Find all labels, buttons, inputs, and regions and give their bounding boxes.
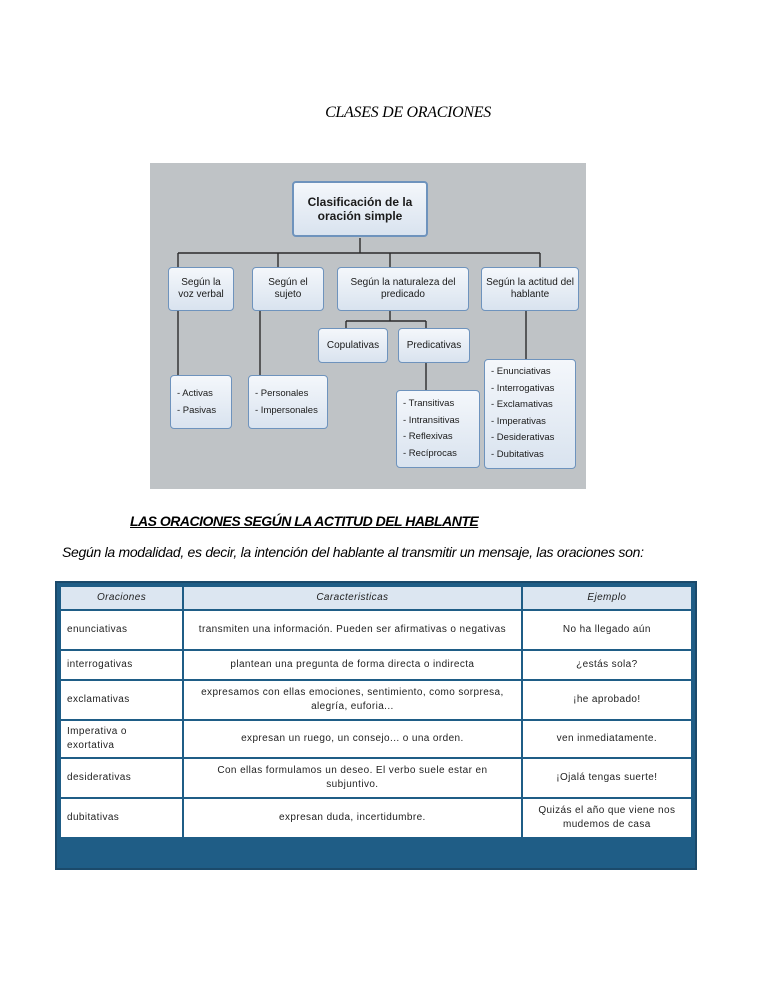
diagram-box-sujeto: Según el sujeto [252,267,324,311]
section-heading: LAS ORACIONES SEGÚN LA ACTITUD DEL HABLA… [130,513,479,529]
column-header-ejemplo: Ejemplo [522,587,691,609]
diagram-box-voz: Según la voz verbal [168,267,234,311]
column-header-caracteristicas: Caracteristicas [184,587,521,609]
cell-caracteristica: Con ellas formulamos un deseo. El verbo … [184,759,521,797]
table-row: interrogativas plantean una pregunta de … [61,651,691,679]
sentence-types-table-frame: Oraciones Caracteristicas Ejemplo enunci… [55,581,697,870]
cell-oracion: interrogativas [61,651,183,679]
diagram-box-copulativas: Copulativas [318,328,388,363]
cell-ejemplo: ven inmediatamente. [522,721,691,757]
cell-caracteristica: plantean una pregunta de forma directa o… [184,651,521,679]
list-item: - Reflexivas [403,431,453,442]
diagram-connectors [177,238,541,390]
diagram-box-naturaleza: Según la naturaleza del predicado [337,267,469,311]
diagram-list-voz: - Activas - Pasivas [170,375,232,429]
column-header-oraciones: Oraciones [61,587,183,609]
diagram-list-sujeto: - Personales - Impersonales [248,375,328,429]
cell-ejemplo: ¡Ojalá tengas suerte! [522,759,691,797]
cell-caracteristica: transmiten una información. Pueden ser a… [184,611,521,649]
diagram-list-predicativas: - Transitivas - Intransitivas - Reflexiv… [396,390,480,468]
list-item: - Enunciativas [491,366,551,377]
cell-oracion: enunciativas [61,611,183,649]
page-title: CLASES DE ORACIONES [325,104,491,121]
list-item: - Dubitativas [491,448,544,460]
list-item: - Activas [177,388,213,399]
list-item: - Interrogativas [491,382,555,394]
sentence-types-table: Oraciones Caracteristicas Ejemplo enunci… [59,585,693,839]
cell-ejemplo: No ha llegado aún [522,611,691,649]
cell-oracion: dubitativas [61,799,183,837]
cell-oracion: desiderativas [61,759,183,797]
list-item: - Impersonales [255,404,318,416]
cell-oracion: Imperativa o exortativa [61,721,183,757]
diagram-root-box: Clasificación de la oración simple [292,181,428,237]
list-item: - Transitivas [403,398,455,409]
diagram-box-actitud: Según la actitud del hablante [481,267,579,311]
list-item: - Intransitivas [403,414,460,426]
classification-diagram: Clasificación de la oración simple Según… [150,163,586,489]
list-item: - Pasivas [177,404,217,416]
intro-paragraph: Según la modalidad, es decir, la intenci… [62,544,644,560]
table-row: exclamativas expresamos con ellas emocio… [61,681,691,719]
table-row: dubitativas expresan duda, incertidumbre… [61,799,691,837]
list-item: - Recíprocas [403,447,457,459]
cell-caracteristica: expresan un ruego, un consejo... o una o… [184,721,521,757]
table-row: Imperativa o exortativa expresan un rueg… [61,721,691,757]
diagram-list-actitud: - Enunciativas - Interrogativas - Exclam… [484,359,576,469]
table-row: enunciativas transmiten una información.… [61,611,691,649]
list-item: - Desiderativas [491,432,555,443]
table-header-row: Oraciones Caracteristicas Ejemplo [61,587,691,609]
cell-oracion: exclamativas [61,681,183,719]
list-item: - Imperativas [491,415,546,427]
cell-ejemplo: ¡he aprobado! [522,681,691,719]
table-row: desiderativas Con ellas formulamos un de… [61,759,691,797]
cell-caracteristica: expresamos con ellas emociones, sentimie… [184,681,521,719]
list-item: - Personales [255,388,309,399]
cell-caracteristica: expresan duda, incertidumbre. [184,799,521,837]
diagram-box-predicativas: Predicativas [398,328,470,363]
cell-ejemplo: Quizás el año que viene nos mudemos de c… [522,799,691,837]
list-item: - Exclamativas [491,399,553,410]
cell-ejemplo: ¿estás sola? [522,651,691,679]
